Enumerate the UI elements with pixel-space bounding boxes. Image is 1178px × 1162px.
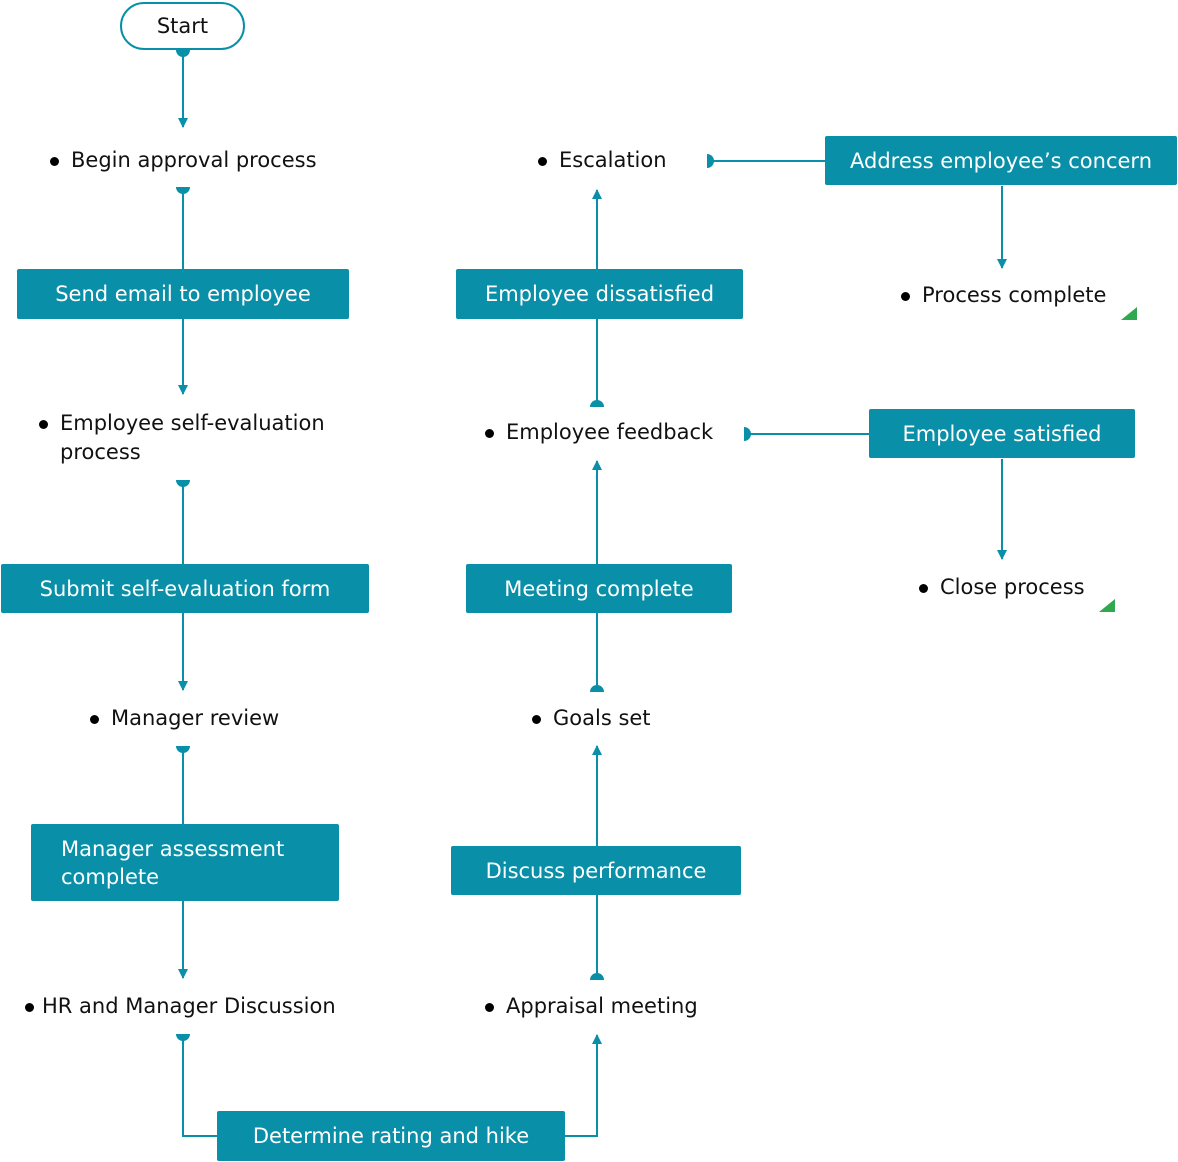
state-label: HR and Manager Discussion	[42, 994, 336, 1018]
state-begin-approval: Begin approval process	[50, 146, 360, 175]
transition-submit-form: Submit self-evaluation form	[1, 564, 369, 613]
state-employee-feedback: Employee feedback	[485, 418, 740, 447]
state-label: Employee feedback	[506, 420, 714, 444]
transition-meeting-complete: Meeting complete	[466, 564, 732, 613]
state-label: Close process	[940, 575, 1085, 599]
state-bullet	[485, 1003, 494, 1012]
state-bullet	[25, 1003, 34, 1012]
transition-discuss-performance: Discuss performance	[451, 846, 741, 895]
start-terminator: Start	[120, 2, 245, 50]
transition-determine-rating: Determine rating and hike	[217, 1111, 565, 1161]
state-bullet	[538, 157, 547, 166]
state-bullet	[901, 292, 910, 301]
state-bullet	[532, 715, 541, 724]
state-self-evaluation: Employee self-evaluation process	[39, 409, 349, 467]
state-appraisal-meeting: Appraisal meeting	[485, 992, 765, 1021]
state-bullet	[919, 584, 928, 593]
state-bullet	[50, 157, 59, 166]
state-label: Manager review	[111, 706, 280, 730]
state-bullet	[485, 429, 494, 438]
state-label: Escalation	[559, 148, 667, 172]
state-hr-manager-discussion: HR and Manager Discussion	[25, 992, 385, 1021]
state-label: Process complete	[922, 283, 1107, 307]
end-state-marker	[1099, 599, 1115, 612]
state-escalation: Escalation	[538, 146, 708, 175]
transition-send-email: Send email to employee	[17, 269, 349, 319]
state-bullet	[39, 420, 48, 429]
transition-address-concern: Address employee’s concern	[825, 136, 1177, 185]
transition-manager-assessment: Manager assessment complete	[31, 824, 339, 901]
state-label: Begin approval process	[71, 148, 317, 172]
state-bullet	[90, 715, 99, 724]
state-close-process: Close process	[919, 573, 1119, 602]
state-manager-review: Manager review	[90, 704, 350, 733]
connector-half-circles	[176, 50, 751, 1041]
state-label: Appraisal meeting	[506, 994, 698, 1018]
end-state-marker	[1121, 307, 1137, 320]
state-label: Goals set	[553, 706, 651, 730]
state-label: Employee self-evaluation process	[60, 411, 325, 464]
transition-employee-satisfied: Employee satisfied	[869, 409, 1135, 458]
state-goals-set: Goals set	[532, 704, 732, 733]
state-process-complete: Process complete	[901, 281, 1131, 310]
transition-employee-dissatisfied: Employee dissatisfied	[456, 269, 743, 319]
